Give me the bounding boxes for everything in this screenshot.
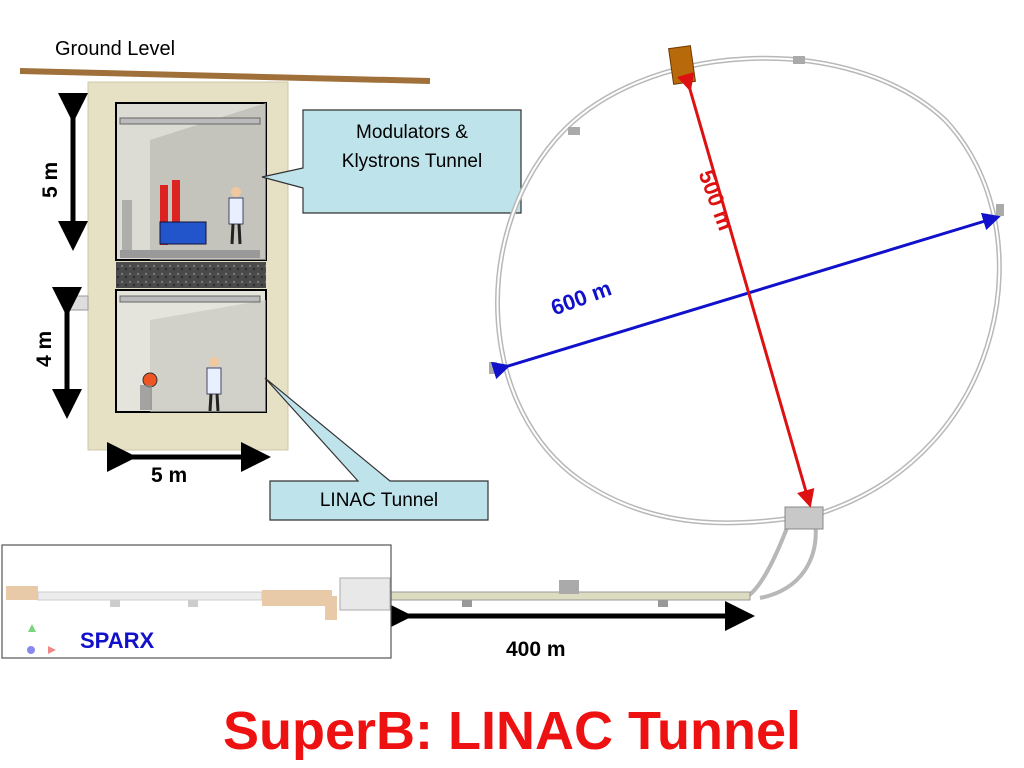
modulators-tunnel-label: Modulators & Klystrons Tunnel <box>341 122 483 172</box>
gravel-slab <box>116 262 266 288</box>
lower-height-label: 4 m <box>33 330 56 367</box>
injection-point <box>668 45 696 85</box>
linac-length-label: 400 m <box>506 638 566 661</box>
sparx-inset <box>1 544 392 659</box>
ring <box>489 45 1004 600</box>
linac-line <box>389 580 751 607</box>
linac-tunnel-label: LINAC Tunnel <box>319 490 439 511</box>
lower-tunnel <box>115 289 267 413</box>
page-title: SuperB: LINAC Tunnel <box>223 701 801 761</box>
upper-tunnel <box>115 102 267 261</box>
upper-height-label: 5 m <box>39 161 62 198</box>
diameter-500-arrow <box>677 71 815 508</box>
width-label: 5 m <box>151 464 188 487</box>
linac-callout-box <box>264 377 489 521</box>
sparx-label: SPARX <box>80 628 155 653</box>
modulators-callout-box <box>261 109 522 214</box>
ground-line <box>19 68 431 84</box>
ground-level-label: Ground Level <box>55 38 176 60</box>
